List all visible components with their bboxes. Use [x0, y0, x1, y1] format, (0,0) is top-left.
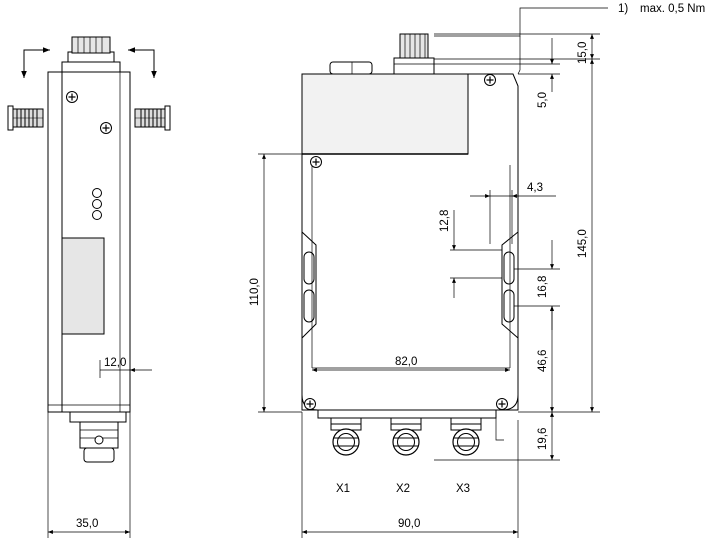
note-text: max. 0,5 Nm: [640, 3, 705, 15]
dim-side-depth: 12,0: [104, 357, 126, 369]
dim-slot-pitch: 16,8: [537, 276, 549, 298]
connector-label-x3: X3: [456, 483, 470, 495]
dim-inner-width: 82,0: [395, 356, 417, 368]
dim-slot-width: 4,3: [527, 182, 543, 194]
dim-side-width: 35,0: [76, 518, 98, 530]
dim-connector-height: 15,0: [577, 42, 589, 64]
dim-slot-offset: 46,6: [537, 350, 549, 372]
dim-total-height: 145,0: [577, 229, 589, 258]
dim-slot-length: 12,8: [439, 210, 451, 232]
dim-step-height: 5,0: [537, 92, 549, 108]
connector-label-x2: X2: [396, 483, 410, 495]
side-view: 12,0 35,0: [7, 36, 171, 538]
note-number: 1): [618, 3, 628, 15]
connector-label-x1: X1: [336, 483, 350, 495]
dim-bottom-connector: 19,6: [537, 428, 549, 450]
front-view: [301, 33, 519, 456]
front-dimensions: 1) max. 0,5 Nm 15,0 5,0 145,0 4,3 12,8: [249, 3, 705, 538]
dim-front-height: 110,0: [249, 278, 261, 306]
dim-front-width: 90,0: [398, 518, 420, 530]
